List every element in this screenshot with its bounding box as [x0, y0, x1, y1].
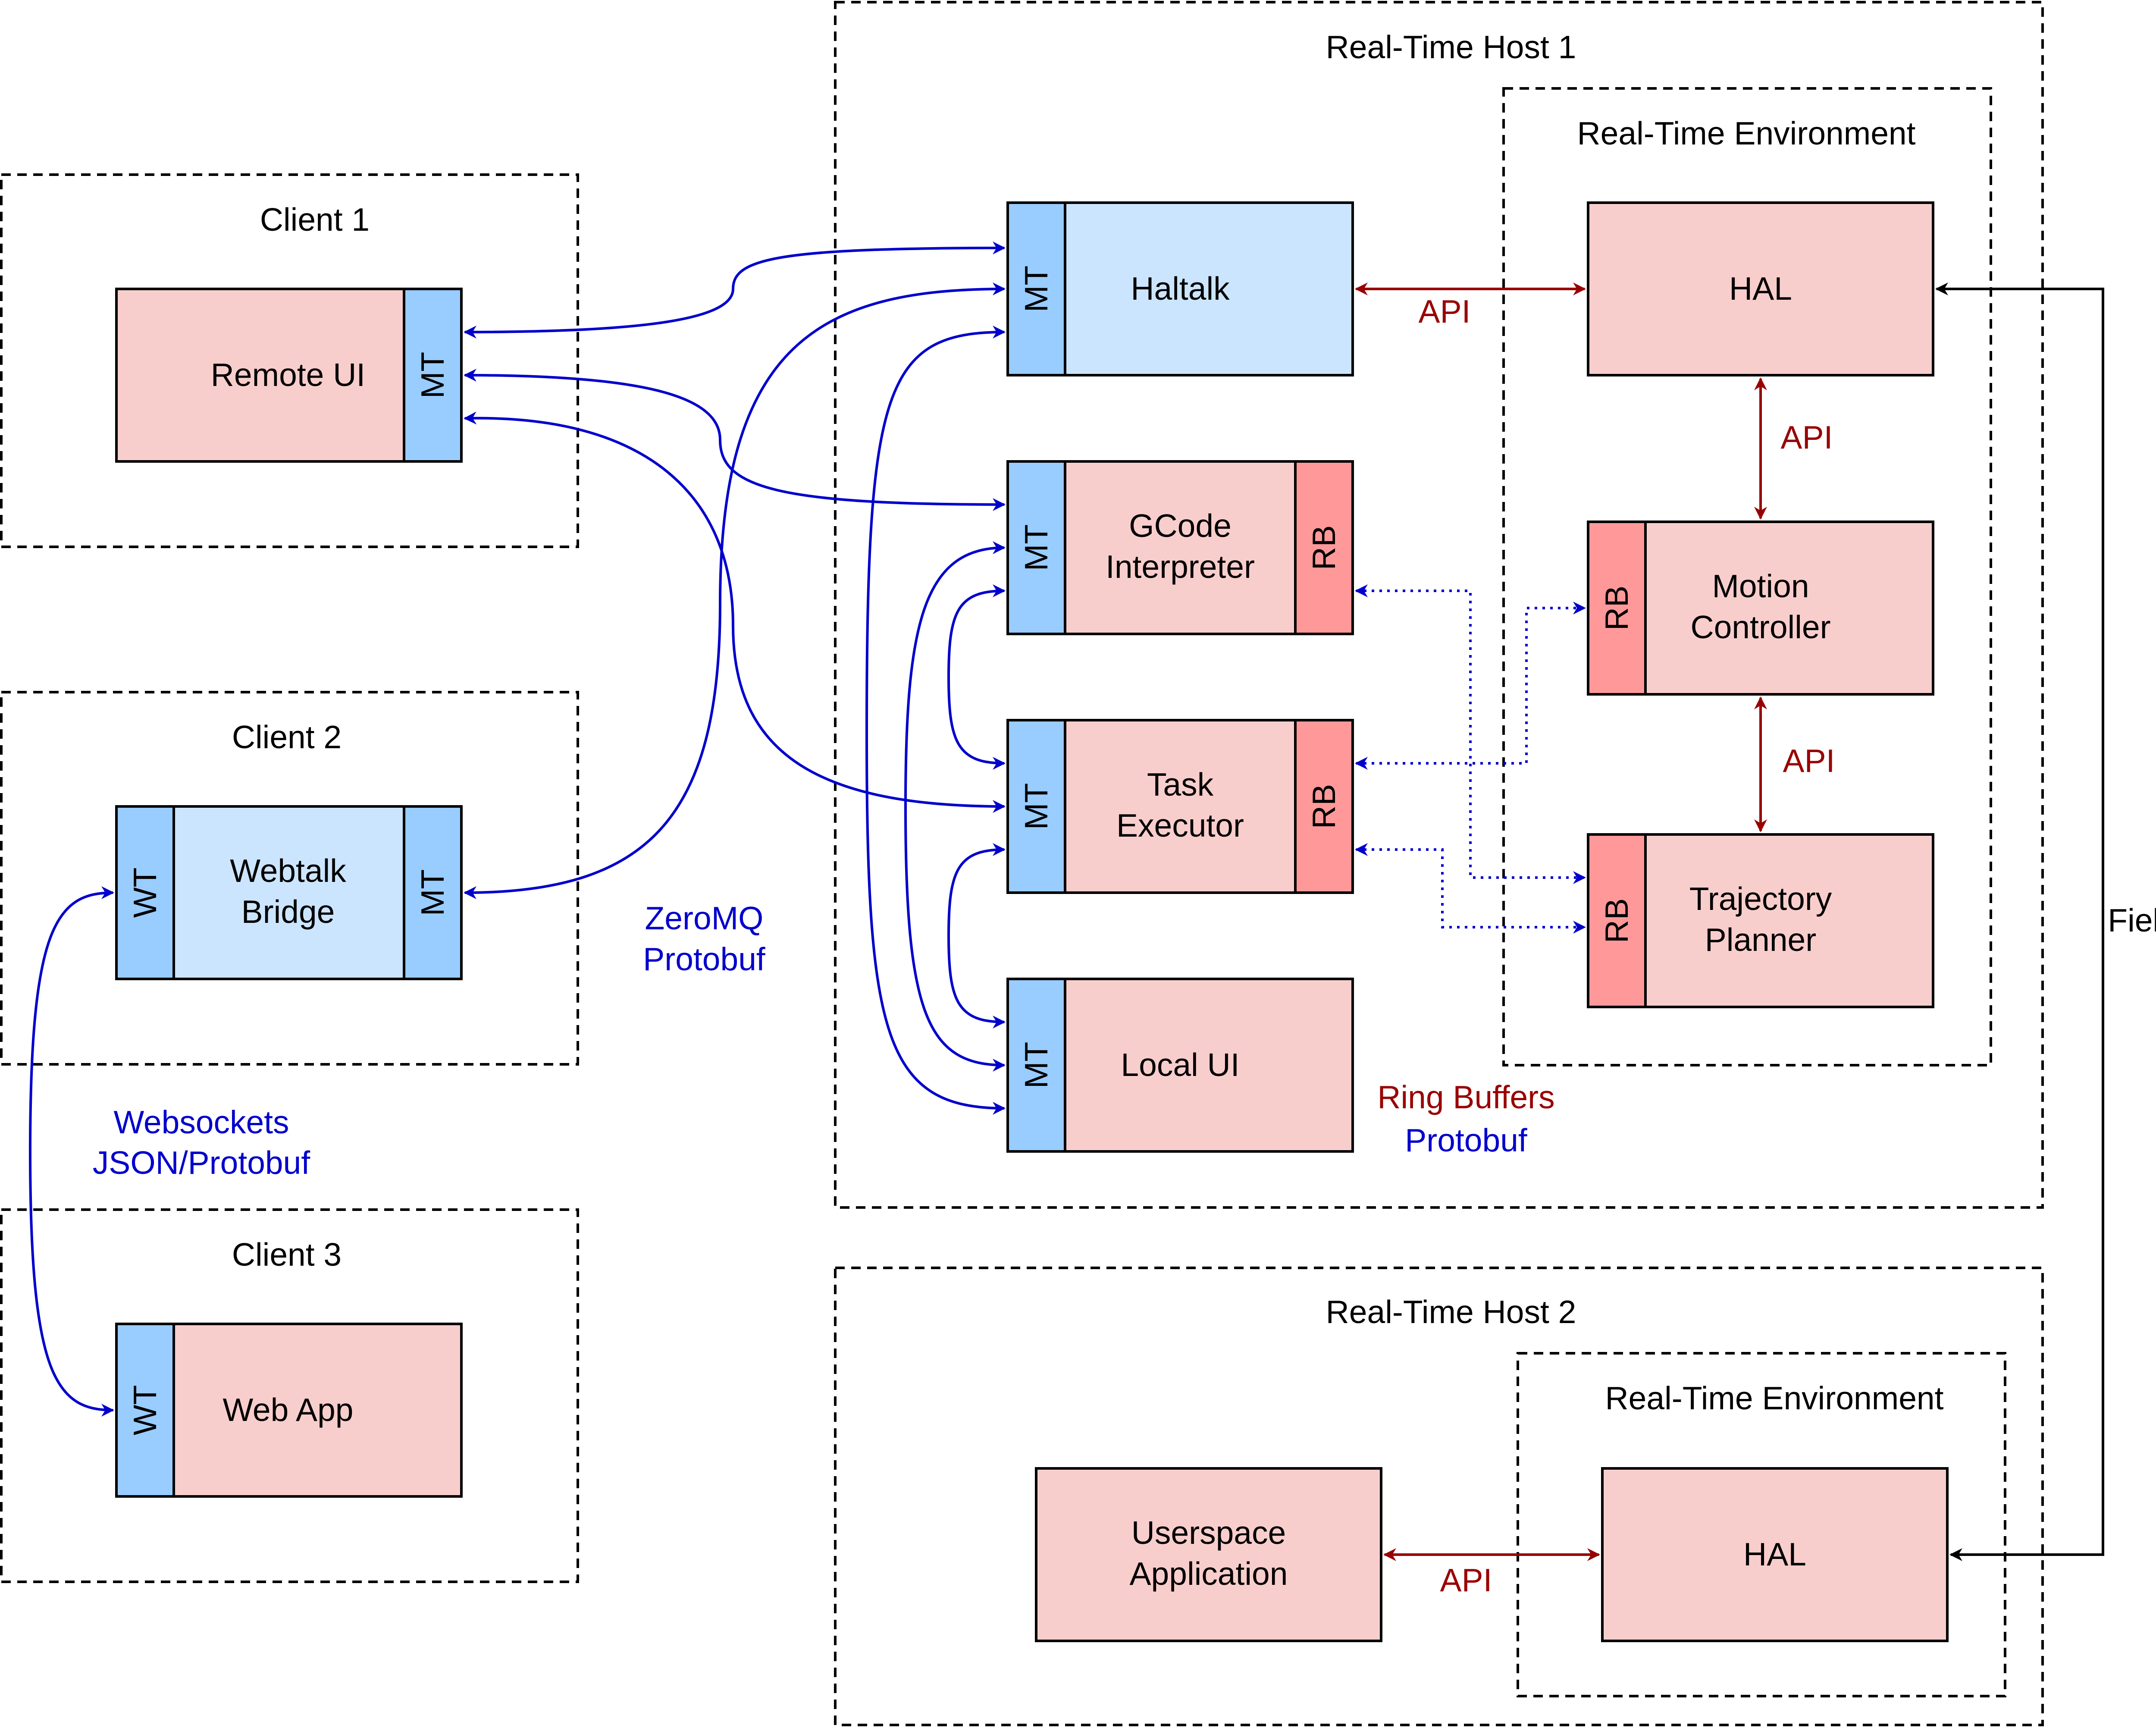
wt-port — [115, 805, 175, 980]
hal1-label: HAL — [1729, 270, 1792, 307]
local-ui-box: Local UI MT — [1006, 978, 1354, 1153]
mt-port — [1006, 978, 1066, 1153]
hal1-box: HAL — [1587, 201, 1934, 376]
zmq-gcode-localui — [904, 541, 1006, 1072]
web-app-box: Web App WT — [115, 1323, 463, 1498]
userspace-app-label-line1: Userspace — [1131, 1515, 1286, 1551]
host1-env-group: Real-Time Environment — [1502, 87, 1992, 1066]
client2-group: Client 2 — [0, 691, 579, 1066]
rb-task-trajectory — [1355, 843, 1586, 934]
rb-port — [1294, 719, 1354, 894]
client2-title: Client 2 — [232, 719, 342, 755]
host2-env-title: Real-Time Environment — [1605, 1380, 1944, 1416]
zmq-gcode-task — [947, 584, 1006, 770]
gcode-interpreter-label-line1: GCode — [1129, 508, 1232, 544]
api-label-haltalk-hal: API — [1419, 293, 1471, 329]
web-app-label: Web App — [222, 1392, 353, 1428]
motion-controller-label-line1: Motion — [1712, 568, 1809, 604]
zmq-remoteui-haltalk — [464, 241, 1006, 339]
gcode-interpreter-box: GCode Interpreter MT RB — [1006, 460, 1354, 635]
mt-port-label: MT — [1018, 783, 1054, 830]
wt-port-label: WT — [127, 1385, 163, 1436]
mt-port — [1006, 460, 1066, 635]
wt-port — [115, 1323, 175, 1498]
mt-port-label: MT — [1018, 524, 1054, 571]
client3-group: Client 3 — [0, 1208, 579, 1583]
trajectory-planner-box: Trajectory Planner RB — [1587, 833, 1934, 1008]
host1-title: Real-Time Host 1 — [1326, 29, 1576, 65]
hal2-box: HAL — [1601, 1467, 1949, 1642]
mt-port-label: MT — [1018, 1042, 1054, 1088]
mt-port-label: MT — [414, 352, 451, 398]
mt-port-label: MT — [1018, 266, 1054, 312]
task-executor-label-line1: Task — [1147, 766, 1214, 803]
ring-buffers-label: Ring Buffers — [1377, 1079, 1554, 1115]
mt-port — [1006, 719, 1066, 894]
haltalk-label: Haltalk — [1131, 270, 1230, 307]
zeromq-label-line1: ZeroMQ — [645, 900, 763, 936]
mt-port — [1006, 201, 1066, 376]
rb-port — [1587, 521, 1647, 696]
userspace-app-box: Userspace Application — [1035, 1467, 1382, 1642]
fieldbus-label: Fieldbus — [2108, 902, 2156, 938]
api-label-hal-motion: API — [1781, 419, 1833, 455]
client1-group: Client 1 — [0, 173, 579, 548]
local-ui-label: Local UI — [1121, 1047, 1239, 1083]
haltalk-box: Haltalk MT — [1006, 201, 1354, 376]
wt-port-label: WT — [127, 868, 163, 918]
host2-title: Real-Time Host 2 — [1326, 1294, 1576, 1330]
remote-ui-label: Remote UI — [211, 357, 365, 393]
hal2-label: HAL — [1743, 1536, 1806, 1572]
zmq-task-localui — [947, 843, 1006, 1029]
client1-title: Client 1 — [260, 201, 370, 238]
ring-protobuf-label: Protobuf — [1405, 1122, 1527, 1158]
websockets-bridge-webapp — [28, 886, 114, 1417]
userspace-app-label-line2: Application — [1130, 1556, 1288, 1592]
host1-group: Real-Time Host 1 — [834, 1, 2044, 1209]
rb-port — [1587, 833, 1647, 1008]
host2-group: Real-Time Host 2 — [834, 1267, 2044, 1726]
api-label-userspace-hal: API — [1440, 1562, 1492, 1598]
task-executor-label-line2: Executor — [1116, 807, 1244, 844]
host1-env-title: Real-Time Environment — [1577, 115, 1916, 151]
client3-title: Client 3 — [232, 1236, 342, 1273]
zmq-bridge-haltalk — [464, 282, 1006, 899]
motion-controller-box: Motion Controller RB — [1587, 521, 1934, 696]
mt-port — [403, 288, 463, 463]
task-executor-box: Task Executor MT RB — [1006, 719, 1354, 894]
mt-port-label: MT — [414, 869, 451, 916]
zmq-remoteui-gcode — [464, 369, 1006, 511]
webtalk-bridge-label-line2: Bridge — [241, 894, 335, 930]
remote-ui-box: Remote UI MT — [115, 288, 463, 463]
websockets-label-line1: Websockets — [113, 1104, 289, 1140]
rb-gcode-trajectory — [1355, 584, 1586, 884]
fieldbus-line — [1935, 282, 2104, 1561]
websockets-label-line2: JSON/Protobuf — [93, 1145, 310, 1181]
webtalk-bridge-label-line1: Webtalk — [230, 853, 346, 889]
rb-port — [1294, 460, 1354, 635]
zmq-haltalk-localui — [865, 326, 1006, 1115]
zeromq-label-line2: Protobuf — [643, 941, 765, 977]
webtalk-bridge-box: Webtalk Bridge WT MT — [115, 805, 463, 980]
host2-env-group: Real-Time Environment — [1517, 1352, 2006, 1697]
api-label-motion-trajectory: API — [1783, 743, 1835, 779]
rb-port-label: RB — [1306, 784, 1342, 829]
rb-task-motion — [1355, 602, 1586, 770]
rb-port-label: RB — [1306, 525, 1342, 570]
trajectory-planner-label-line2: Planner — [1705, 922, 1817, 958]
trajectory-planner-label-line1: Trajectory — [1689, 881, 1832, 917]
gcode-interpreter-label-line2: Interpreter — [1106, 549, 1255, 585]
mt-port — [403, 805, 463, 980]
rb-port-label: RB — [1598, 898, 1635, 943]
motion-controller-label-line2: Controller — [1690, 609, 1830, 645]
rb-port-label: RB — [1598, 586, 1635, 630]
